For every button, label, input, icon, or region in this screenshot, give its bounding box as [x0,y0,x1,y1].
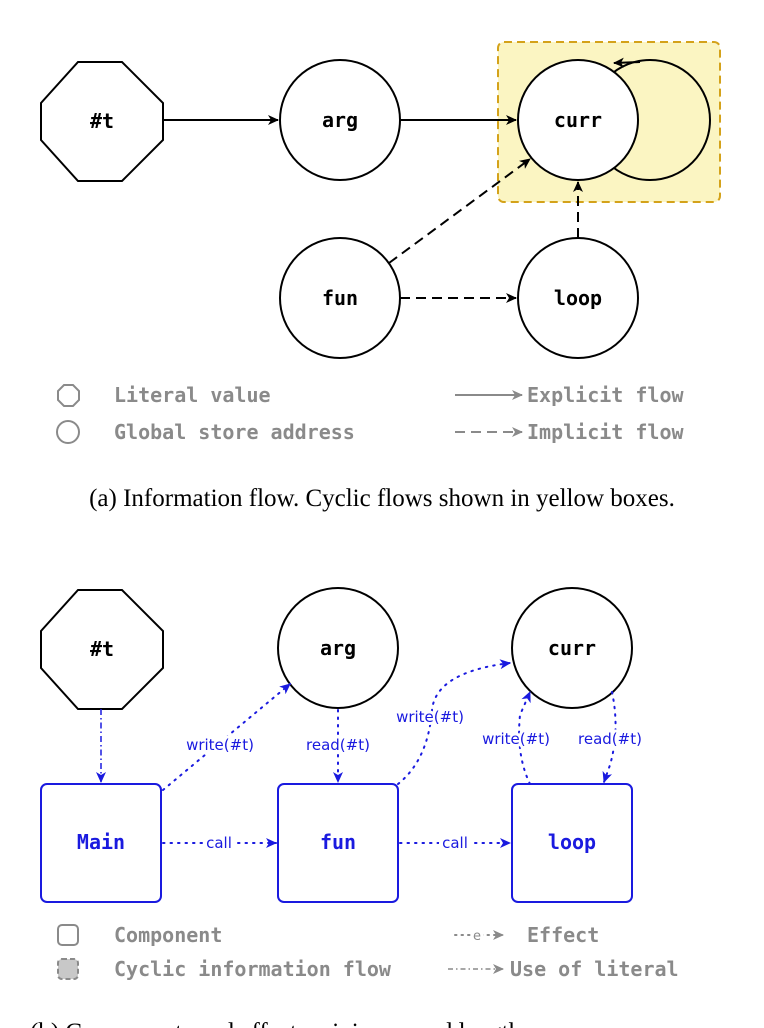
node-b-curr [511,587,633,709]
component-loop [511,783,633,903]
edge-fun-loop-call-label: call [442,834,468,852]
node-b-t-label: #t [90,637,114,661]
legend-literal-use-label: Use of literal [510,957,679,981]
edge-fun-curr-write [397,659,511,785]
component-fun [277,783,399,903]
edge-arg-fun-read-label: read(#t) [306,736,370,754]
legend-global-label: Global store address [114,420,355,444]
node-curr [517,59,639,181]
node-b-curr-label: curr [548,636,596,660]
node-b-t-octagon [40,589,164,710]
edge-curr-loop-read-label: read(#t) [578,730,642,748]
legend-implicit-label: Implicit flow [527,420,684,444]
edge-curr-loop-read [602,691,617,783]
curr-self-loop-arrow [613,57,641,68]
node-arg-label: arg [322,108,358,132]
legend-component-icon [57,924,79,946]
legend-circle-icon [56,420,80,444]
legend-literal-label: Literal value [114,383,271,407]
legend-cyclic-label: Cyclic information flow [114,957,392,981]
legend-octagon-icon [57,384,80,407]
legend-component-label: Component [114,923,222,947]
edge-fun-curr-write-label: write(#t) [396,708,464,726]
node-fun-label: fun [322,286,358,310]
legend-effect-label: Effect [527,923,599,947]
figure-b: #t arg curr Main fun loop write(#t) read… [30,587,679,1028]
edge-main-fun-call-label: call [206,834,232,852]
component-main [40,783,162,903]
edge-main-arg-write [162,683,291,791]
caption-b: (b) Components and effects minimum and l… [30,1019,531,1028]
node-t-octagon [40,61,164,182]
component-main-label: Main [77,830,125,854]
figure-a: #t arg curr fun loop Literal value Globa… [40,41,721,512]
caption-a: (a) Information flow. Cyclic flows shown… [89,485,675,512]
edge-loop-curr-write [518,691,531,785]
node-loop-label: loop [554,286,602,310]
node-b-arg-label: arg [320,636,356,660]
node-b-arg [277,587,399,709]
component-fun-label: fun [320,830,356,854]
legend-effect-mark: e [473,929,481,944]
legend-cyclic-icon [57,958,79,980]
node-t-label: #t [90,109,114,133]
node-curr-label: curr [554,108,602,132]
edge-main-arg-write-label: write(#t) [186,736,254,754]
edge-fun-curr [388,158,531,264]
edge-loop-curr-write-label: write(#t) [482,730,550,748]
component-loop-label: loop [548,830,596,854]
legend-explicit-label: Explicit flow [527,383,684,407]
